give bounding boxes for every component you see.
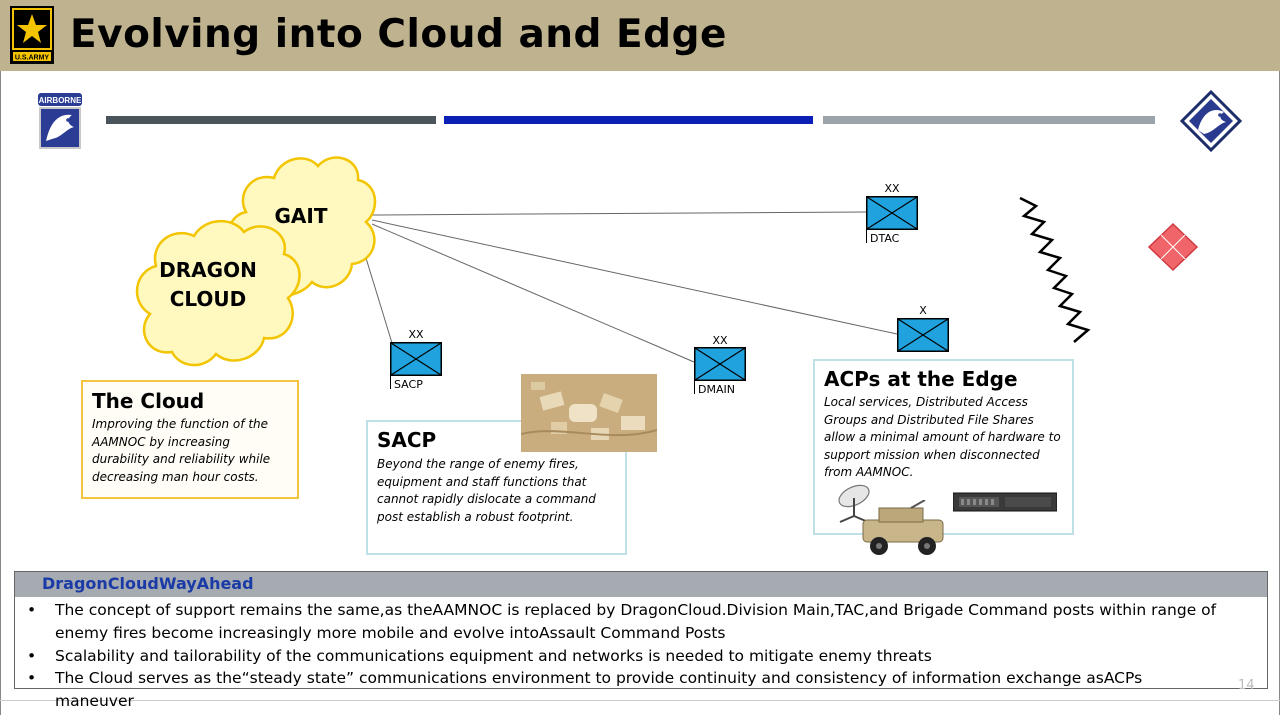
way-ahead-bullet: • Scalability and tailorability of the c… <box>27 645 1247 668</box>
dtac-label: DTAC <box>870 232 900 245</box>
humvee-image <box>855 499 951 558</box>
acp-echelon: X <box>919 304 927 317</box>
sacp-label: SACP <box>394 378 423 391</box>
sacp-unit-symbol <box>390 342 442 376</box>
dtac-unit-symbol <box>866 196 918 230</box>
sacp-staff-line <box>390 376 391 389</box>
bullet-text: The concept of support remains the same,… <box>55 601 1217 642</box>
title-bar <box>0 0 1280 71</box>
dmain-unit-symbol <box>694 347 746 381</box>
dmain-label: DMAIN <box>698 383 735 396</box>
top-bar-gray <box>823 116 1155 124</box>
dtac-staff-line <box>866 230 867 243</box>
link-gait-dmain <box>371 223 695 363</box>
top-bar-dark <box>106 116 436 124</box>
bullet-symbol: • <box>27 601 37 619</box>
acps-edge-title: ACPs at the Edge <box>824 367 1018 391</box>
top-bar-blue <box>444 116 813 124</box>
the-cloud-text: Improving the function of the AAMNOC by … <box>92 417 271 484</box>
dragon-cloud-label-line1: DRAGON <box>159 258 257 282</box>
way-ahead-bullet: • The Cloud serves as the“steady state” … <box>27 667 1247 710</box>
bullet-text: Scalability and tailorability of the com… <box>55 647 932 665</box>
dragon-diamond-patch-icon <box>1179 89 1243 153</box>
the-cloud-panel: The Cloud Improving the function of the … <box>81 380 299 499</box>
sacp-panel-title: SACP <box>377 428 437 452</box>
bullet-text: The Cloud serves as the“steady state” co… <box>55 669 1143 710</box>
enemy-unit-symbol <box>1147 222 1199 272</box>
way-ahead-title: DragonCloudWayAhead <box>42 574 254 593</box>
the-cloud-title: The Cloud <box>92 389 205 413</box>
acp-unit-symbol <box>897 318 949 352</box>
jagged-boundary-line <box>1019 196 1091 343</box>
way-ahead-bullet: • The concept of support remains the sam… <box>27 599 1247 645</box>
link-gait-dtac <box>371 211 867 216</box>
dragon-cloud-label-line2: CLOUD <box>169 287 247 311</box>
diagram-canvas <box>135 156 1199 367</box>
dtac-echelon: XX <box>884 182 900 195</box>
acps-edge-panel: ACPs at the Edge Local services, Distrib… <box>813 359 1074 535</box>
sacp-aerial-image <box>520 374 658 452</box>
dmain-echelon: XX <box>712 334 728 347</box>
gait-label: GAIT <box>274 204 328 228</box>
sacp-echelon: XX <box>408 328 424 341</box>
page-title: Evolving into Cloud and Edge <box>70 12 727 57</box>
satellite-dish-image <box>830 482 878 524</box>
rack-server-image <box>952 490 1058 514</box>
airborne-tab-text: AIRBORNE <box>39 96 82 105</box>
left-frame-line <box>0 71 1 715</box>
page-number: 14 <box>1238 678 1255 693</box>
link-gait-acp <box>371 219 898 335</box>
airborne-corps-patch: AIRBORNE <box>38 93 82 149</box>
bottom-frame-line <box>0 700 1280 701</box>
way-ahead-box: DragonCloudWayAhead • The concept of sup… <box>14 571 1268 710</box>
dmain-staff-line <box>694 381 695 394</box>
bullet-symbol: • <box>27 669 37 687</box>
sacp-panel-text: Beyond the range of enemy fires, equipme… <box>377 457 596 524</box>
us-army-logo-icon: U.S.ARMY <box>10 6 54 64</box>
bullet-symbol: • <box>27 647 37 665</box>
link-gait-sacp <box>361 244 393 344</box>
way-ahead-header <box>15 572 1267 597</box>
army-logo-text: U.S.ARMY <box>15 55 50 62</box>
dragon-cloud <box>135 219 301 367</box>
acps-edge-text: Local services, Distributed Access Group… <box>824 395 1061 479</box>
